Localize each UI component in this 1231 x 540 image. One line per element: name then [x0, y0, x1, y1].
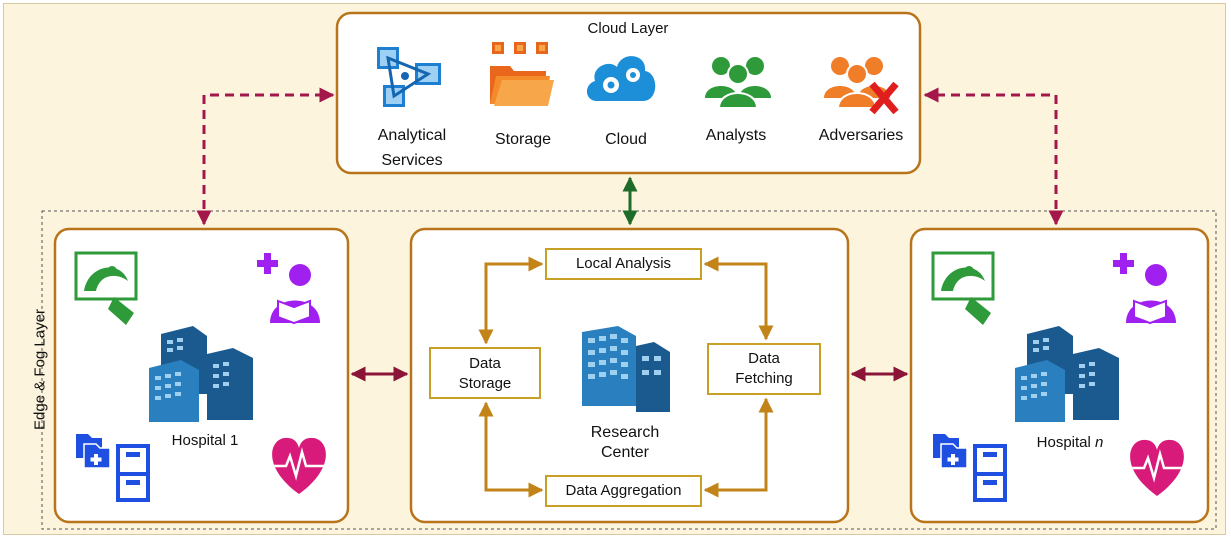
analytical-services-icon: [377, 47, 441, 107]
cloud-gears-icon: [586, 56, 656, 101]
edge-fog-layer-label: Edge & Fog Layer: [31, 309, 49, 430]
analysts-label: Analysts: [705, 127, 767, 144]
data-fetching-label-line1: Data: [748, 350, 780, 367]
heart-rate-icon: [1130, 439, 1184, 496]
medical-records-icon: [933, 434, 1007, 502]
hospital-buildings-icon: [149, 326, 253, 422]
data-storage-box: [429, 347, 541, 399]
heart-rate-icon: [272, 437, 326, 494]
analytical-services-label-line2: Services: [381, 152, 443, 169]
storage-folders-icon: [490, 42, 554, 106]
data-storage-label-line2: Storage: [458, 375, 512, 392]
doctor-reading-icon: [257, 253, 320, 325]
data-fetching-label-line2: Fetching: [735, 370, 793, 387]
analytical-services-label-line1: Analytical: [377, 127, 447, 144]
cloud-layer-title: Cloud Layer: [587, 20, 669, 37]
cloud-hospitaln-link: [923, 87, 1064, 226]
hospital-n-label: Hospital n: [1036, 434, 1104, 451]
data-storage-label-line1: Data: [469, 355, 501, 372]
doctor-reading-icon: [1113, 253, 1176, 325]
ultrasound-scan-icon: [74, 251, 138, 325]
hospital-buildings-icon: [1015, 326, 1119, 422]
fetching-aggregation-arrow: [703, 397, 774, 498]
data-fetching-box: [707, 343, 821, 395]
cloud-hospital1-link: [196, 87, 335, 226]
aggregation-storage-arrow: [478, 401, 544, 498]
local-analysis-box: [545, 248, 702, 280]
analysis-fetching-arrow: [703, 256, 774, 341]
research-building-icon: [582, 326, 670, 412]
data-aggregation-label: Data Aggregation: [565, 482, 682, 499]
local-analysis-label: Local Analysis: [575, 255, 672, 272]
storage-label: Storage: [494, 131, 552, 148]
data-aggregation-box: [545, 475, 702, 507]
medical-records-icon: [76, 434, 150, 502]
adversaries-group-icon: [824, 57, 899, 114]
cloud-label: Cloud: [605, 131, 647, 148]
adversaries-label: Adversaries: [818, 127, 904, 144]
edge-fog-boundary: [41, 210, 1217, 530]
storage-analysis-arrow: [478, 256, 544, 345]
analysts-group-icon: [705, 57, 771, 108]
hospital-1-label: Hospital 1: [171, 432, 239, 449]
ultrasound-scan-icon: [931, 251, 995, 325]
research-center-label-line1: Research: [590, 424, 660, 441]
research-center-label-line2: Center: [600, 444, 650, 461]
